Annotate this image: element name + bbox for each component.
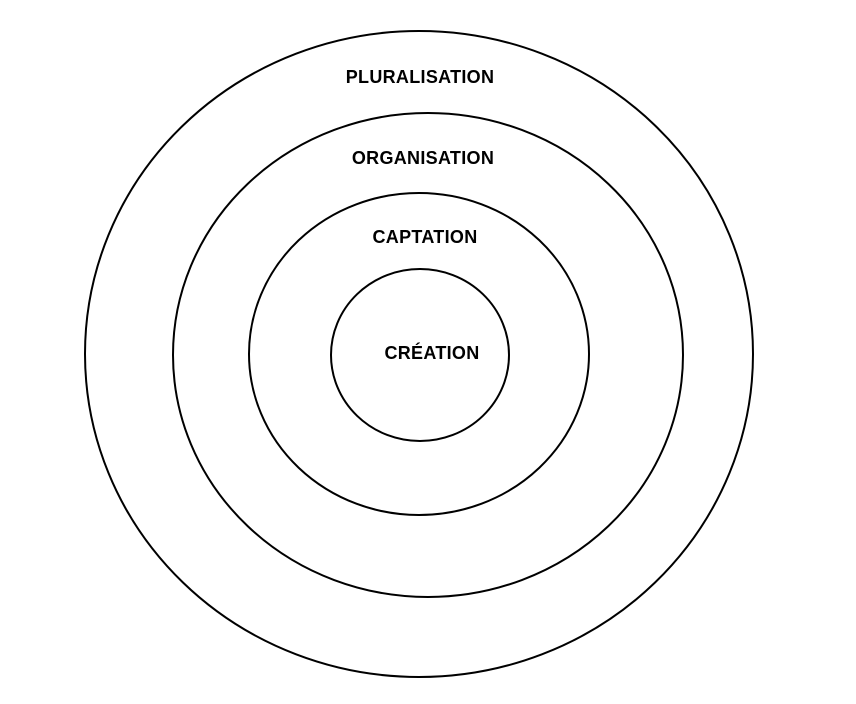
- ring-captation: [248, 192, 590, 516]
- label-creation: CRÉATION: [384, 342, 479, 363]
- label-pluralisation: PLURALISATION: [346, 67, 495, 87]
- ring-organisation: [172, 112, 684, 598]
- ring-pluralisation: [84, 30, 754, 678]
- ring-creation: [330, 268, 510, 442]
- label-captation: CAPTATION: [372, 227, 477, 247]
- label-organisation: ORGANISATION: [352, 148, 494, 168]
